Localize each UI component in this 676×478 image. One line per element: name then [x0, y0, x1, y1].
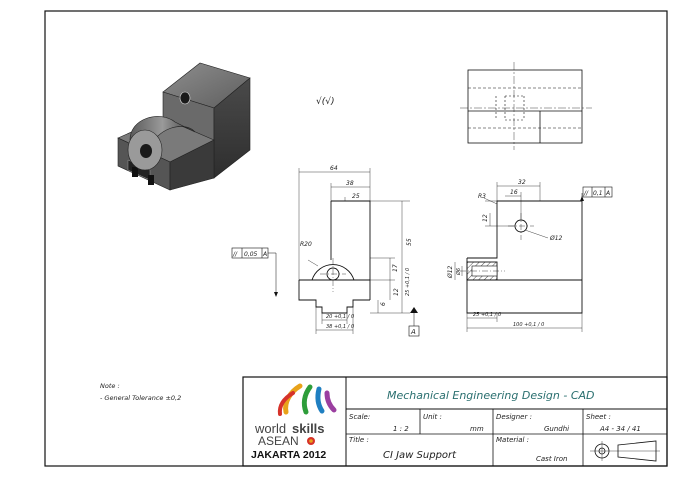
dim-25-side: 25 +0,1 / 0	[473, 312, 501, 318]
svg-text:A: A	[410, 328, 416, 336]
title-block	[242, 376, 668, 467]
note-tolerance: - General Tolerance ±0,2	[100, 394, 181, 402]
sheet-label: Sheet :	[586, 413, 611, 421]
dim-25-tol: 25 +0,1 / 0	[405, 268, 411, 296]
dim-r20: R20	[300, 241, 312, 248]
dim-bore-12: Ø12	[447, 265, 454, 279]
dim-r3: R3	[478, 193, 486, 200]
dim-16: 16	[510, 189, 518, 196]
dim-38: 38	[346, 180, 354, 187]
dim-17: 17	[392, 264, 399, 272]
dim-6: 6	[380, 302, 387, 306]
unit-label: Unit :	[423, 413, 442, 421]
top-view	[460, 62, 592, 150]
svg-text://: //	[583, 190, 589, 197]
dim-100: 100 +0,1 / 0	[513, 322, 544, 328]
front-view-dimensions	[298, 168, 410, 334]
designer-label: Designer :	[496, 413, 532, 421]
svg-text:A: A	[262, 251, 267, 258]
dim-12: 12	[393, 288, 400, 296]
front-view	[298, 200, 371, 314]
tolerance-frame-side: // 0,1 A	[580, 186, 613, 201]
dim-hole: Ø12	[549, 235, 563, 242]
dim-55: 55	[406, 238, 413, 246]
logo-city: JAKARTA 2012	[251, 449, 326, 461]
projection-symbol	[590, 440, 660, 462]
title-value: CI Jaw Support	[383, 450, 457, 461]
datum-a: A	[408, 307, 420, 337]
dim-20-tol: 20 +0,1 / 0	[326, 314, 354, 320]
svg-text:0,1: 0,1	[593, 190, 603, 197]
tolerance-frame-front: // 0,05 A	[231, 247, 278, 297]
sheet-value: A4 - 34 / 41	[599, 425, 641, 433]
logo-world: world	[254, 421, 286, 436]
dim-bore-6: Ø6	[455, 268, 462, 276]
logo-asean: ASEAN	[258, 434, 299, 448]
svg-text:0,05: 0,05	[244, 251, 258, 258]
note-title: Note :	[100, 382, 120, 390]
dim-25: 25	[352, 193, 360, 200]
dim-64: 64	[330, 165, 338, 172]
svg-text:A: A	[605, 190, 610, 197]
dim-32: 32	[518, 179, 526, 186]
logo-skills: skills	[292, 421, 325, 436]
scale-label: Scale:	[349, 413, 370, 421]
material-value: Cast Iron	[536, 455, 567, 463]
isometric-view	[117, 62, 251, 191]
dim-38-tol: 38 +0,1 / 0	[326, 324, 354, 330]
title-label: Title :	[349, 436, 369, 444]
worldskills-logo: world skills ASEAN JAKARTA 2012	[251, 383, 337, 461]
svg-text://: //	[232, 251, 238, 258]
title-block-header: Mechanical Engineering Design - CAD	[387, 389, 595, 402]
scale-value: 1 : 2	[393, 425, 409, 433]
material-label: Material :	[496, 436, 529, 444]
side-view-dimensions	[454, 182, 583, 332]
surface-finish-symbol: √(√)	[316, 96, 335, 107]
dim-side-12: 12	[482, 214, 489, 222]
designer-value: Gundhi	[544, 425, 569, 433]
unit-value: mm	[470, 425, 484, 433]
